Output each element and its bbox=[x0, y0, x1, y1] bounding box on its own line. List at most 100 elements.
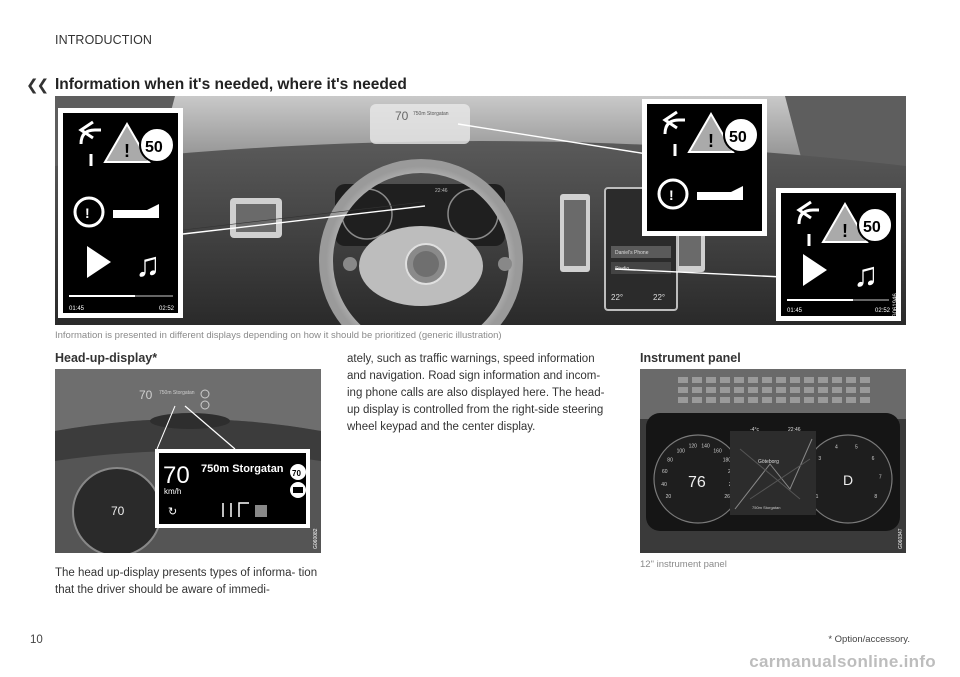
rpm-tick-label: 4 bbox=[835, 445, 838, 451]
watermark: carmanualsonline.info bbox=[749, 652, 936, 671]
hud-gauge-speed: 70 bbox=[111, 504, 125, 518]
grille-bar bbox=[678, 387, 688, 393]
speed-tick-label: 80 bbox=[667, 457, 673, 463]
section-label: INTRODUCTION bbox=[55, 33, 153, 47]
svg-text:!: ! bbox=[85, 205, 90, 221]
callout-right-time-start: 01:45 bbox=[787, 308, 803, 314]
callout-hud: ! 50 ! bbox=[642, 99, 767, 236]
speed-tick-label: 100 bbox=[677, 448, 686, 454]
page-number: 10 bbox=[30, 634, 43, 646]
grille-bar bbox=[790, 377, 800, 383]
hud-zoom-limit: 70 bbox=[292, 469, 301, 478]
grille-bar bbox=[748, 377, 758, 383]
instrument-heading: Instrument panel bbox=[640, 351, 741, 365]
svg-text:♫: ♫ bbox=[853, 256, 879, 294]
hud-body-right: ately, such as traffic warnings, speed i… bbox=[347, 353, 605, 433]
grille-bar bbox=[804, 387, 814, 393]
grille-bar bbox=[846, 397, 856, 403]
hud-body-left: The head up-display presents types of in… bbox=[55, 567, 318, 596]
grille-bar bbox=[692, 387, 702, 393]
grille-bar bbox=[776, 387, 786, 393]
grille-bar bbox=[762, 397, 772, 403]
grille-bar bbox=[818, 377, 828, 383]
hero-center-item-1: Daniel's Phone bbox=[615, 250, 649, 256]
hud-zoom-phone-icon: ↻ bbox=[168, 506, 177, 518]
grille-bar bbox=[720, 387, 730, 393]
grille-bar bbox=[678, 377, 688, 383]
speed-tick-label: 180 bbox=[723, 457, 732, 463]
rpm-tick-label: 8 bbox=[874, 494, 877, 500]
grille-bar bbox=[860, 387, 870, 393]
hero-hud-street: 750m Storgatan bbox=[413, 111, 449, 117]
callout-center-display: ! 50 ♫ 01:45 02:52 bbox=[776, 188, 901, 321]
hud-zoom-unit: km/h bbox=[164, 487, 181, 496]
svg-text:!: ! bbox=[708, 131, 714, 151]
grille-bar bbox=[720, 377, 730, 383]
grille-bar bbox=[832, 387, 842, 393]
hero-hud-speed: 70 bbox=[395, 109, 409, 123]
grille-bar bbox=[804, 377, 814, 383]
svg-text:!: ! bbox=[669, 187, 674, 203]
grille-bar bbox=[762, 387, 772, 393]
speed-tick-label: 140 bbox=[701, 444, 710, 450]
hud-image: 70 750m Storgatan 70 70 km/h 750m Storga… bbox=[55, 369, 321, 553]
callout-right-time-end: 02:52 bbox=[875, 308, 891, 314]
rpm-tick-label: 7 bbox=[879, 475, 882, 481]
grille-bar bbox=[734, 387, 744, 393]
instrument-nav: 750m Storgatan bbox=[752, 505, 780, 510]
instrument-gear: D bbox=[843, 472, 853, 488]
callout-cluster: ! 50 ! ♫ 01:45 02:52 bbox=[58, 108, 183, 318]
rpm-tick-label: 3 bbox=[818, 456, 821, 462]
speed-tick-label: 20 bbox=[666, 494, 672, 500]
hud-illustration: 70 750m Storgatan 70 70 km/h 750m Storga… bbox=[55, 369, 321, 553]
instrument-city: Göteborg bbox=[758, 459, 779, 465]
svg-text:!: ! bbox=[842, 221, 848, 241]
grille-bar bbox=[734, 397, 744, 403]
hud-small-speed: 70 bbox=[139, 388, 153, 402]
grille-bar bbox=[706, 387, 716, 393]
hud-small-street: 750m Storgatan bbox=[159, 390, 195, 396]
speed-tick-label: 40 bbox=[661, 482, 667, 488]
grille-bar bbox=[846, 377, 856, 383]
grille-bar bbox=[860, 377, 870, 383]
grille-bar bbox=[804, 397, 814, 403]
grille-bar bbox=[762, 377, 772, 383]
instrument-cluster-illustration: 20406080100120140160180200230260 76 1234… bbox=[640, 369, 906, 553]
grille-bar bbox=[860, 397, 870, 403]
instrument-speed: 76 bbox=[688, 474, 706, 491]
callout-right-speed-limit: 50 bbox=[863, 219, 881, 236]
hero-temp-left: 22° bbox=[611, 293, 623, 302]
hero-caption: Information is presented in different di… bbox=[55, 330, 502, 341]
instrument-time: 22:46 bbox=[788, 427, 801, 433]
grille-bar bbox=[692, 397, 702, 403]
grille-bar bbox=[818, 397, 828, 403]
hud-zoom-street: 750m Storgatan bbox=[201, 463, 284, 475]
callout-left-speed-limit: 50 bbox=[145, 139, 163, 156]
instrument-outside-temp: -4°c bbox=[750, 427, 759, 433]
hud-zoom-speed: 70 bbox=[163, 462, 190, 489]
grille-bar bbox=[790, 387, 800, 393]
rpm-tick-label: 1 bbox=[816, 494, 819, 500]
hud-image-code: G060082 bbox=[313, 528, 319, 549]
grille-bar bbox=[818, 387, 828, 393]
hero-illustration: 70 750m Storgatan 22:46 Daniel's Phone S… bbox=[55, 96, 906, 325]
instrument-caption: 12" instrument panel bbox=[640, 559, 727, 570]
grille-bar bbox=[720, 397, 730, 403]
rpm-tick-label: 5 bbox=[855, 445, 858, 451]
back-chevron-icon[interactable]: ❮❮ bbox=[26, 77, 49, 94]
grille-bar bbox=[706, 397, 716, 403]
callout-top-speed-limit: 50 bbox=[729, 129, 747, 146]
grille-bar bbox=[790, 397, 800, 403]
svg-text:♫: ♫ bbox=[135, 246, 161, 284]
grille-bar bbox=[678, 397, 688, 403]
instrument-image: 20406080100120140160180200230260 76 1234… bbox=[640, 369, 906, 553]
hero-cluster-time: 22:46 bbox=[435, 188, 448, 194]
speed-tick-label: 160 bbox=[713, 448, 722, 454]
callout-left-time-end: 02:52 bbox=[159, 306, 175, 312]
rpm-tick-label: 6 bbox=[872, 456, 875, 462]
footnote: * Option/accessory. bbox=[828, 634, 910, 645]
dashboard-illustration: 70 750m Storgatan 22:46 Daniel's Phone S… bbox=[55, 96, 906, 325]
speed-tick-label: 120 bbox=[689, 444, 698, 450]
grille-bar bbox=[846, 387, 856, 393]
speed-tick-label: 60 bbox=[662, 469, 668, 475]
